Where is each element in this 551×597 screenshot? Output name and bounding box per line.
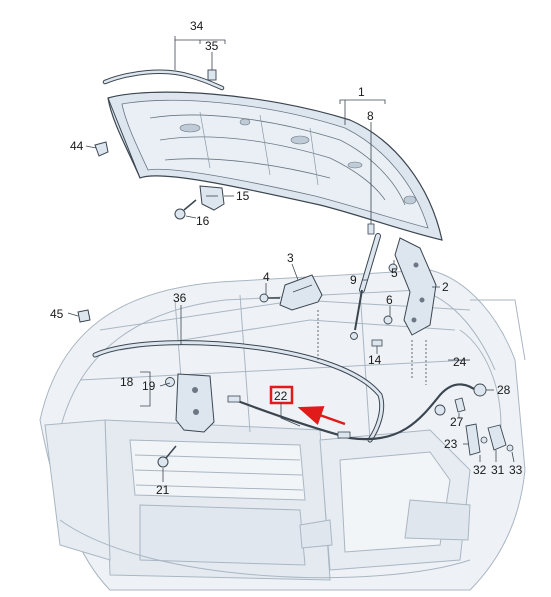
callout-31: 31 bbox=[491, 463, 505, 477]
bolt-4 bbox=[259, 293, 280, 303]
callout-27: 27 bbox=[450, 415, 464, 429]
highlight-arrow bbox=[297, 406, 346, 426]
front-body bbox=[39, 269, 526, 591]
callout-23: 23 bbox=[444, 437, 458, 451]
screw-14 bbox=[371, 339, 383, 347]
callout-4: 4 bbox=[263, 270, 270, 284]
hinge-2 bbox=[367, 223, 437, 336]
callout-45: 45 bbox=[50, 307, 64, 321]
clip-35 bbox=[207, 69, 217, 81]
callout-19: 19 bbox=[142, 379, 156, 393]
callout-44: 44 bbox=[70, 139, 84, 153]
callout-9: 9 bbox=[350, 273, 357, 287]
callout-1: 1 bbox=[358, 85, 365, 99]
bolt-21 bbox=[157, 445, 177, 468]
bolt-16 bbox=[174, 199, 197, 220]
leader-lines bbox=[67, 36, 515, 482]
callout-35: 35 bbox=[205, 39, 219, 53]
callout-36: 36 bbox=[173, 291, 187, 305]
callout-16: 16 bbox=[196, 214, 210, 228]
callout-14: 14 bbox=[368, 353, 382, 367]
callout-22: 22 bbox=[274, 389, 288, 403]
callout-3: 3 bbox=[287, 251, 294, 265]
callout-32: 32 bbox=[473, 463, 487, 477]
callout-18: 18 bbox=[120, 375, 134, 389]
release-cable-24 bbox=[234, 383, 479, 441]
callout-8: 8 bbox=[367, 109, 374, 123]
bracket-3 bbox=[279, 274, 323, 311]
callout-2: 2 bbox=[442, 280, 449, 294]
callout-6: 6 bbox=[386, 293, 393, 307]
hood-panel bbox=[107, 91, 443, 241]
highlight-part-22 bbox=[269, 385, 346, 427]
callout-28: 28 bbox=[497, 383, 511, 397]
callout-24: 24 bbox=[453, 355, 467, 369]
callout-21: 21 bbox=[156, 483, 170, 497]
callout-33: 33 bbox=[509, 463, 523, 477]
hood-lock-18 bbox=[165, 373, 215, 433]
buffer-45 bbox=[77, 309, 91, 323]
callout-5: 5 bbox=[391, 266, 398, 280]
callout-15: 15 bbox=[236, 189, 250, 203]
highlight-box bbox=[269, 385, 294, 405]
buffer-44 bbox=[94, 141, 109, 157]
callout-labels: 34 35 44 1 8 15 16 3 4 5 2 9 6 14 36 45 … bbox=[50, 19, 523, 497]
callout-34: 34 bbox=[190, 19, 204, 33]
lock-striker-15 bbox=[199, 185, 225, 211]
gas-strut-9 bbox=[350, 233, 381, 340]
